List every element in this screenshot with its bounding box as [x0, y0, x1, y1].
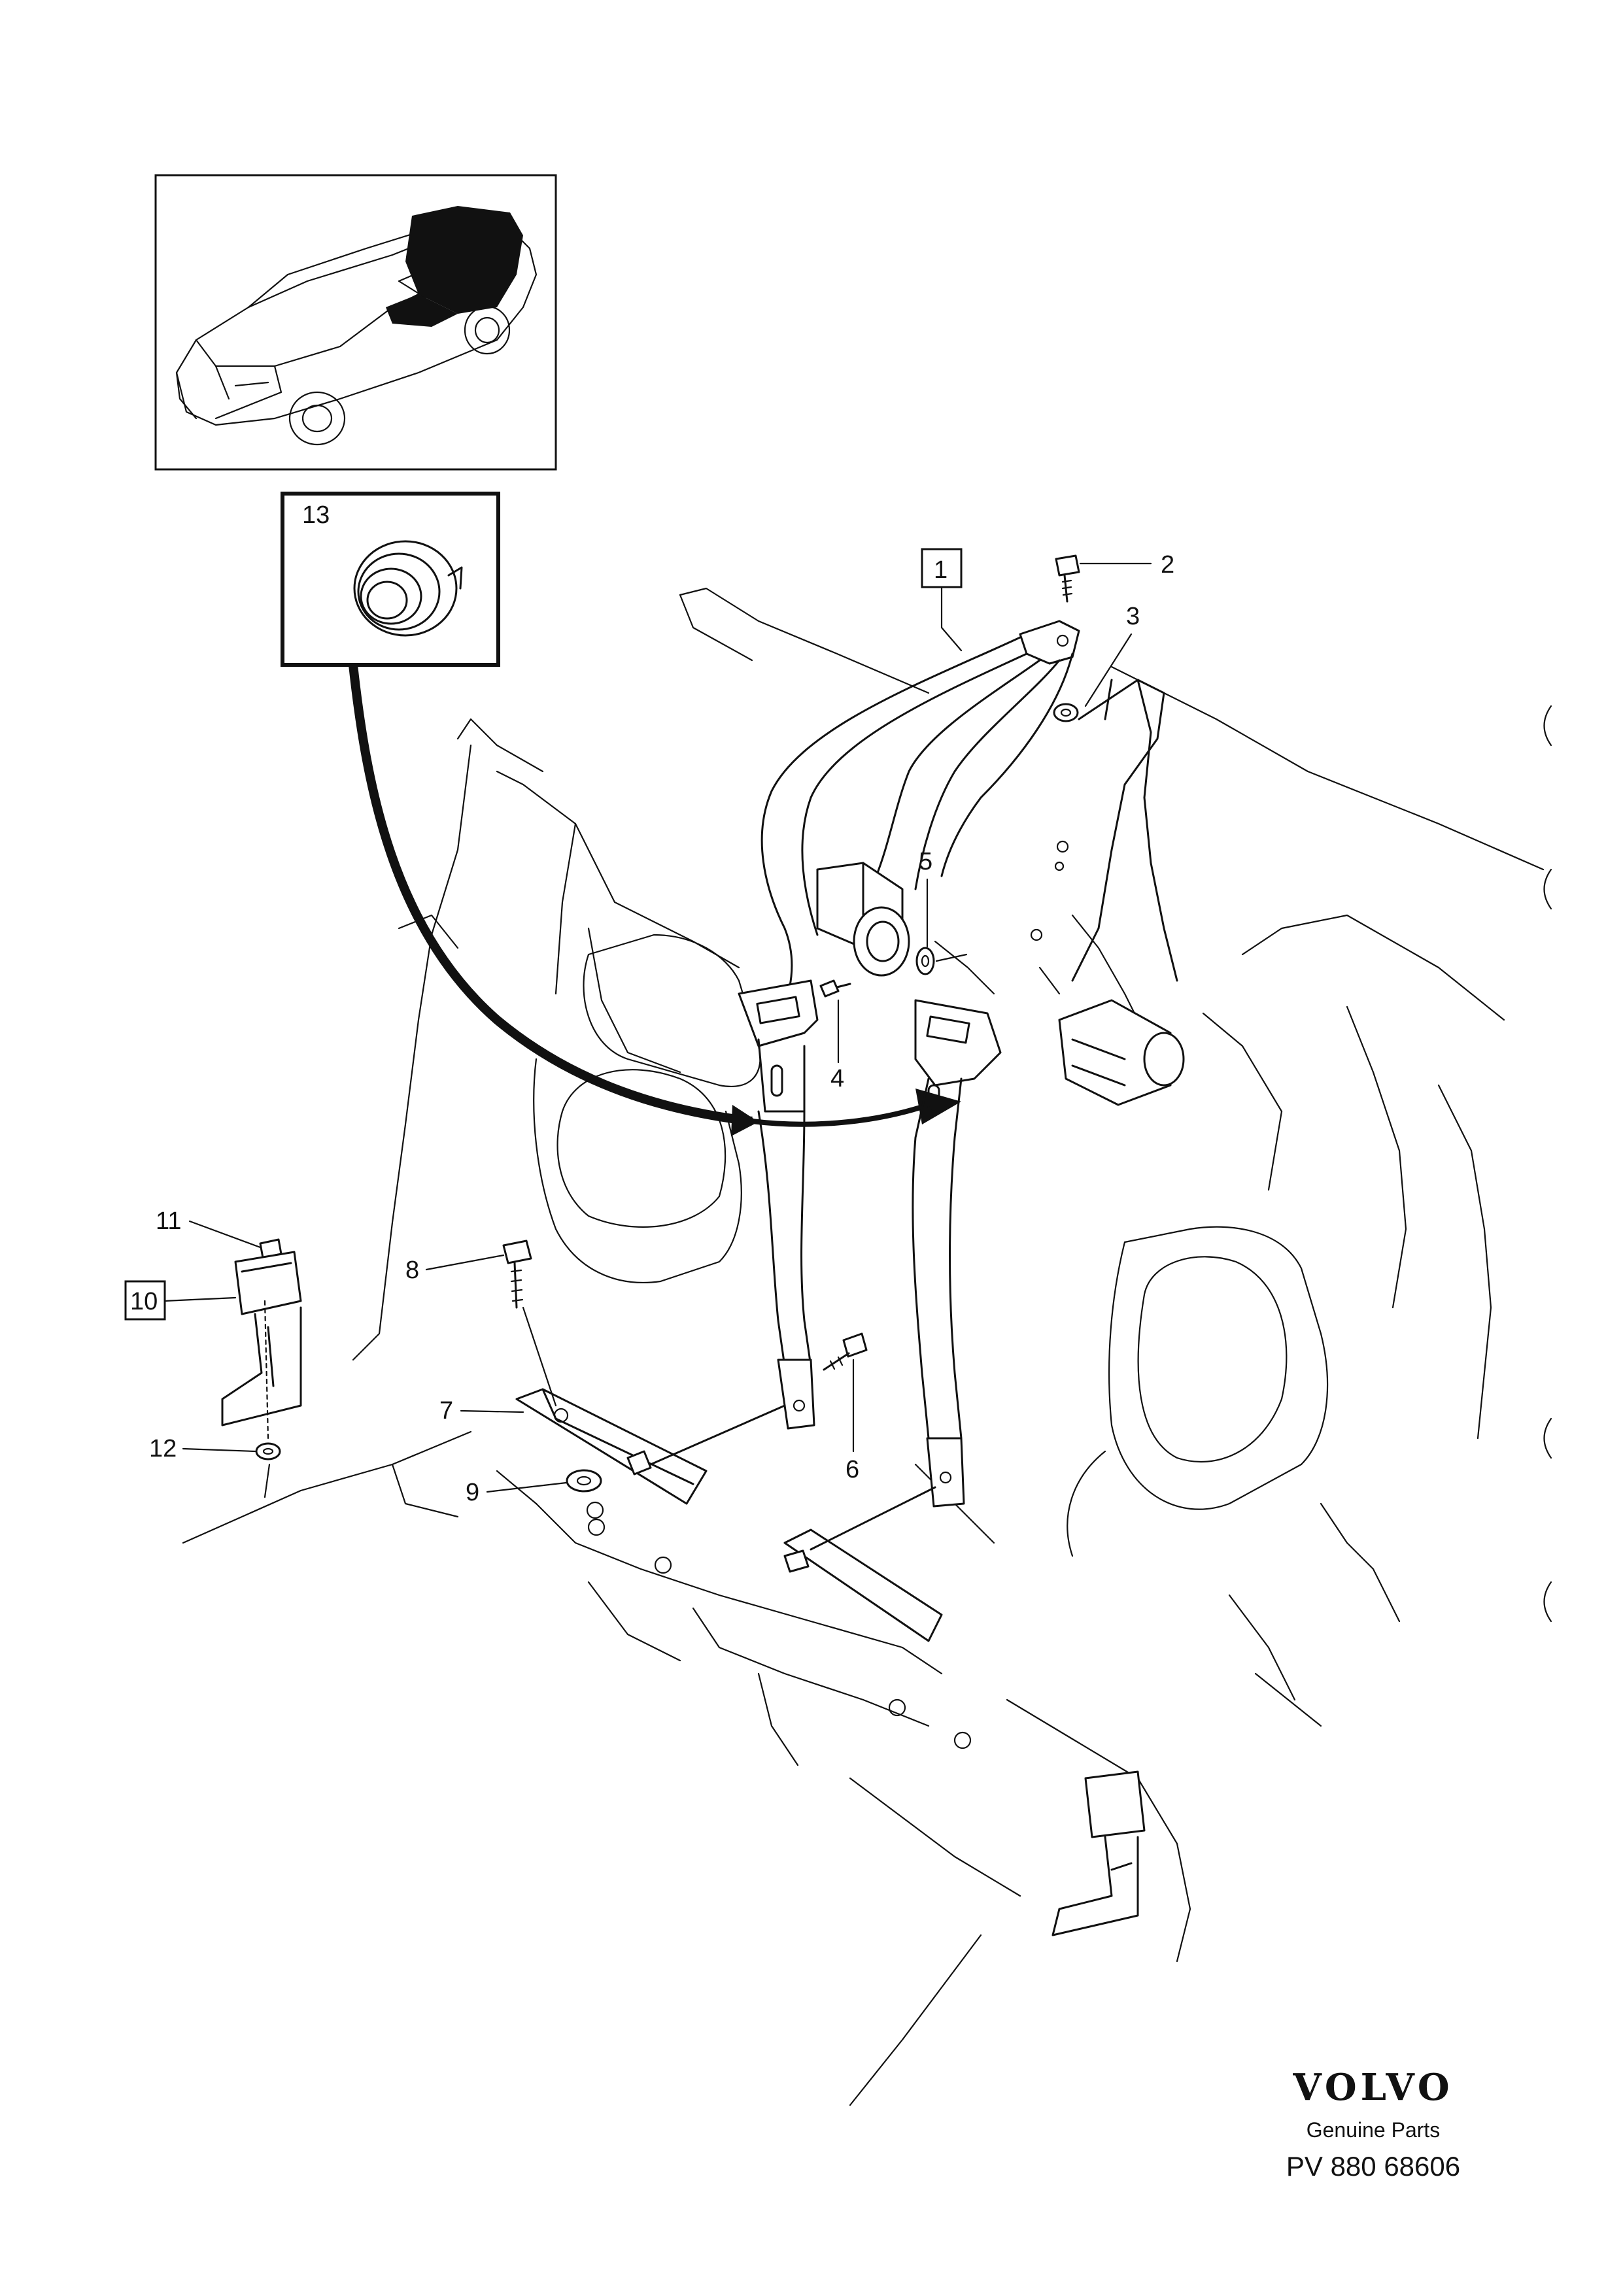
washer-icon: [255, 1442, 281, 1460]
page-edge-marks: [1543, 705, 1552, 1623]
washer-icon: [1053, 703, 1079, 722]
car-outline-illustration: [175, 206, 538, 446]
detail-inset-13: 13: [281, 492, 961, 1136]
callout-1: 1: [934, 556, 948, 584]
grommet-icon: [353, 540, 463, 637]
callout-12: 12: [149, 1435, 177, 1462]
bolt-icon: [823, 1332, 868, 1371]
washer-icon: [566, 1469, 602, 1493]
callout-11: 11: [156, 1207, 181, 1235]
callout-9: 9: [466, 1479, 479, 1506]
rear-seat-buckle-illustration: [1051, 1770, 1146, 1936]
callout-4: 4: [830, 1065, 844, 1092]
callout-7: 7: [439, 1397, 453, 1425]
callout-10: 10: [130, 1288, 158, 1315]
fasteners: [221, 554, 1080, 1642]
inset-leader-arrow: [349, 664, 753, 1126]
vehicle-body-structure: [182, 587, 1545, 2106]
washer-icon: [915, 947, 935, 975]
brand-subtitle: Genuine Parts: [1306, 2118, 1441, 2142]
bolt-icon: [819, 979, 851, 998]
bolt-icon: [1055, 554, 1080, 603]
callout-8: 8: [405, 1257, 419, 1284]
callout-3: 3: [1126, 603, 1140, 630]
callout-6: 6: [846, 1456, 859, 1483]
volvo-logo: VOLVO: [1293, 2066, 1454, 2109]
callout-2: 2: [1161, 551, 1174, 579]
callout-13: 13: [302, 501, 330, 529]
callout-5: 5: [919, 848, 932, 875]
seat-belt-assembly: [738, 620, 1185, 1508]
anchor-bracket-icon: [515, 1388, 786, 1505]
bolt-icon: [502, 1240, 532, 1309]
vehicle-overview-inset: [154, 174, 557, 471]
highlighted-seat-area: [405, 206, 523, 314]
diagram-code: PV 880 68606: [1286, 2151, 1461, 2182]
callout-labels: 1 2 3 4 5 6 7 8 9 10 11 12: [124, 548, 1174, 1506]
seat-buckle-icon: [221, 1251, 302, 1427]
